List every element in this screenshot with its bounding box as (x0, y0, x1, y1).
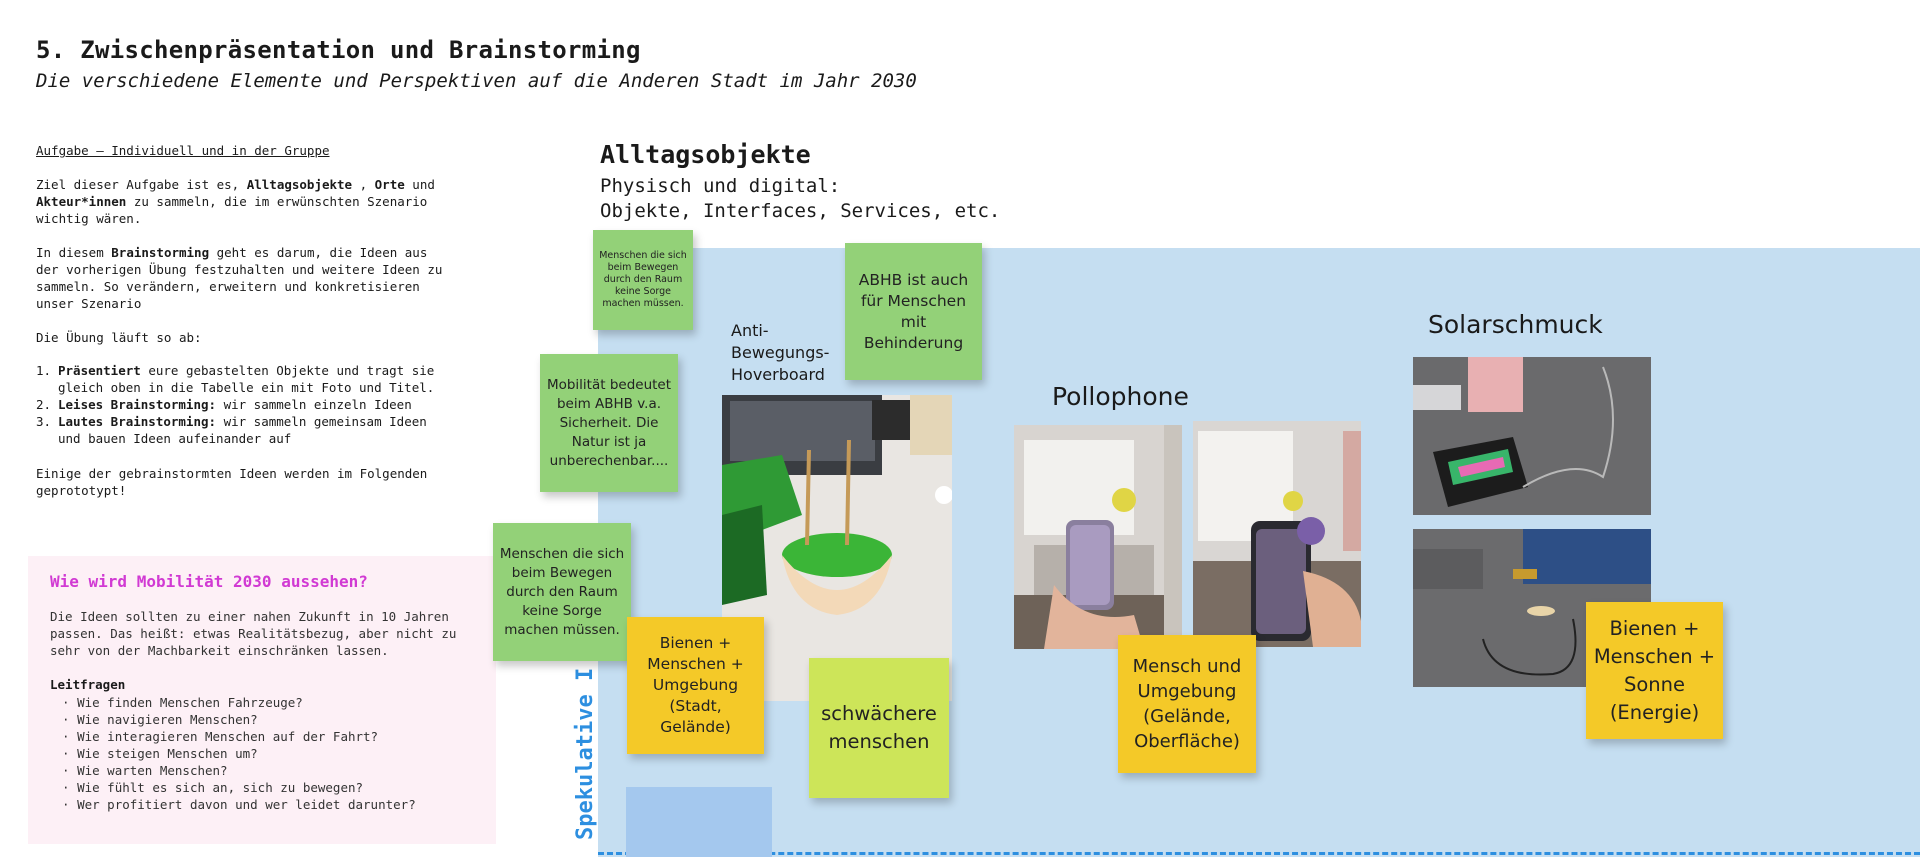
mobility-title: Wie wird Mobilität 2030 aussehen? (50, 572, 368, 591)
pollophone-photo-1[interactable] (1014, 425, 1182, 649)
task-steps-list: 1. Präsentiert eure gebastelten Objekte u… (36, 362, 456, 447)
pollophone-label: Pollophone (1052, 382, 1189, 411)
text-span: , (352, 177, 375, 192)
list-item: Wie steigen Menschen um? (62, 745, 416, 762)
sticky-note-empty[interactable] (626, 787, 772, 857)
bold-term: Präsentiert (58, 363, 141, 378)
task-paragraph-goal: Ziel dieser Aufgabe ist es, Alltagsobjek… (36, 176, 446, 227)
sticky-note[interactable]: Mensch und Umgebung (Gelände, Oberfläche… (1118, 635, 1256, 773)
text-span: wir sammeln gemeinsam Ideen und bauen Id… (58, 414, 427, 446)
bold-term: Alltagsobjekte (246, 177, 353, 192)
task-paragraph-steps-intro: Die Übung läuft so ab: (36, 330, 202, 345)
list-item: 1. Präsentiert eure gebastelten Objekte u… (36, 362, 456, 396)
list-item: Wer profitiert davon und wer leidet daru… (62, 796, 416, 813)
solarschmuck-photo-1[interactable] (1413, 357, 1651, 515)
list-item: 2. Leises Brainstorming: wir sammeln einz… (36, 396, 456, 413)
bold-term: Akteur*innen (36, 194, 127, 209)
sticky-note[interactable]: Menschen die sich beim Bewegen durch den… (593, 230, 693, 330)
bold-term: Leises Brainstorming: (58, 397, 217, 412)
hoverboard-photo[interactable] (722, 395, 952, 701)
task-paragraph-prototype: Einige der gebrainstormten Ideen werden … (36, 466, 428, 498)
step-number: 2. (36, 397, 52, 412)
text-span: Ziel dieser Aufgabe ist es, (36, 177, 247, 192)
step-text: Lautes Brainstorming: wir sammeln gemein… (58, 413, 456, 447)
text-span: zu sammeln, die im erwünschten Szenario … (36, 194, 428, 226)
solarschmuck-image-1 (1413, 357, 1651, 515)
section-subtitle: Physisch und digital: (600, 175, 841, 197)
section-title: Alltagsobjekte (600, 140, 811, 169)
mobility-text: Die Ideen sollten zu einer nahen Zukunft… (50, 609, 457, 658)
hoverboard-image (722, 395, 952, 701)
page-subtitle: Die verschiedene Elemente und Perspektiv… (36, 70, 917, 92)
sticky-note[interactable]: Bienen + Menschen + Umgebung (Stadt, Gel… (627, 617, 764, 754)
bold-term: Brainstorming (111, 245, 210, 260)
sticky-note[interactable]: schwächere menschen (809, 658, 949, 798)
leitfragen-label: Leitfragen (50, 677, 126, 692)
list-item: Wie interagieren Menschen auf der Fahrt? (62, 728, 416, 745)
text-span: wir sammeln einzeln Ideen (216, 397, 412, 412)
list-item: Wie navigieren Menschen? (62, 711, 416, 728)
sticky-note[interactable]: ABHB ist auch für Menschen mit Behinderu… (845, 243, 982, 380)
text-span: geht es darum, die Ideen aus der vorheri… (36, 245, 443, 311)
task-paragraph-brainstorming: In diesem Brainstorming geht es darum, d… (36, 244, 446, 312)
text-span: und (404, 177, 435, 192)
pollophone-image-1 (1014, 425, 1182, 649)
sticky-note[interactable]: Menschen die sich beim Bewegen durch den… (493, 523, 631, 661)
bold-term: Orte (374, 177, 405, 192)
list-item: Wie warten Menschen? (62, 762, 416, 779)
hoverboard-label: Anti- Bewegungs- Hoverboard (731, 321, 830, 384)
step-number: 1. (36, 363, 52, 378)
step-number: 3. (36, 414, 52, 429)
text-span: In diesem (36, 245, 112, 260)
task-heading: Aufgabe – Individuell und in der Gruppe (36, 143, 330, 158)
step-text: Präsentiert eure gebastelten Objekte und… (58, 362, 456, 396)
sticky-note[interactable]: Bienen + Menschen + Sonne (Energie) (1586, 602, 1723, 739)
list-item: Wie finden Menschen Fahrzeuge? (62, 694, 416, 711)
solarschmuck-label: Solarschmuck (1428, 310, 1603, 339)
leitfragen-list: Wie finden Menschen Fahrzeuge? Wie navig… (62, 694, 416, 813)
list-item: 3. Lautes Brainstorming: wir sammeln geme… (36, 413, 456, 447)
vertical-section-label: Spekulative I (573, 667, 598, 840)
page-title: 5. Zwischenpräsentation und Brainstormin… (36, 36, 641, 64)
section-subtitle: Objekte, Interfaces, Services, etc. (600, 200, 1001, 222)
board-divider (598, 852, 1920, 855)
sticky-note[interactable]: Mobilität bedeutet beim ABHB v.a. Sicher… (540, 354, 678, 492)
bold-term: Lautes Brainstorming: (58, 414, 217, 429)
step-text: Leises Brainstorming: wir sammeln einzel… (58, 396, 412, 413)
text-span: eure gebastelten Objekte und tragt sie g… (58, 363, 435, 395)
pollophone-image-2 (1193, 421, 1361, 647)
pollophone-photo-2[interactable] (1193, 421, 1361, 647)
list-item: Wie fühlt es sich an, sich zu bewegen? (62, 779, 416, 796)
